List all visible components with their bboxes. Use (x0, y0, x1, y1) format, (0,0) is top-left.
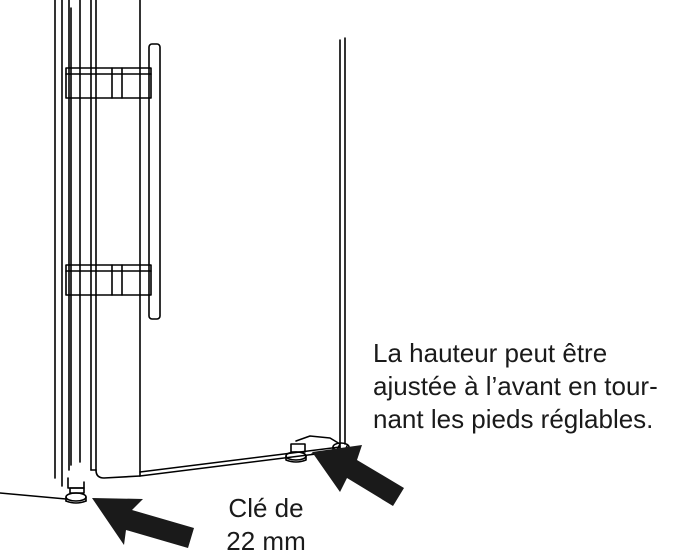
height-adjustment-caption: La hauteur peut être ajustée à l’avant e… (373, 337, 658, 436)
arrow-to-left-foot (92, 498, 194, 548)
caption-line-3: nant les pieds réglables. (373, 404, 654, 434)
floor-line (0, 492, 67, 500)
wrench-caption-line-1: Clé de (228, 493, 304, 523)
wrench-caption-line-2: 22 mm (226, 526, 306, 556)
cabinet-bottom-edge (139, 37, 348, 477)
left-adjustable-foot (65, 477, 87, 504)
door-handle (148, 43, 161, 320)
wrench-size-caption: Clé de 22 mm (218, 492, 314, 558)
cabinet-side-panel (54, 0, 72, 487)
lower-hinge-strap (65, 264, 152, 296)
caption-line-2: ajustée à l’avant en tour- (373, 371, 658, 401)
door-front (79, 0, 141, 479)
upper-hinge-strap (65, 67, 152, 99)
arrow-to-right-foot (312, 445, 404, 506)
caption-line-1: La hauteur peut être (373, 338, 608, 368)
